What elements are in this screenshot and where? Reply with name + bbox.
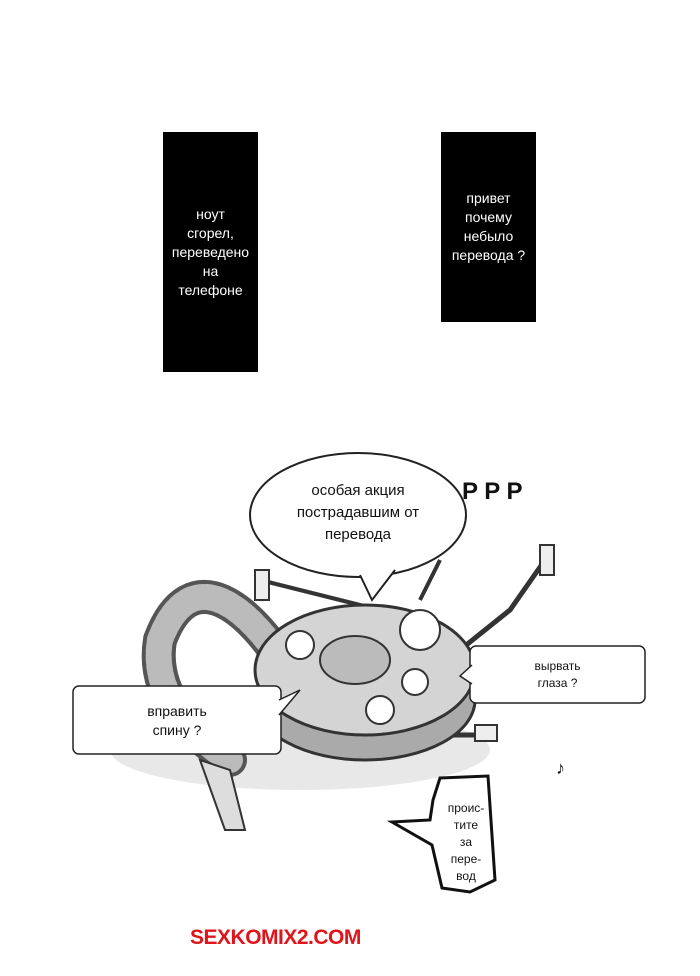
caption-left-text: ноут сгорел, переведено на телефоне [171, 205, 250, 298]
caption-right-text: привет почему небыло перевода ? [451, 190, 526, 263]
sound-effect: P P P [462, 478, 523, 505]
watermark-logo: SEXKOMIX2.COM [190, 926, 361, 950]
watermark-part1: SEX [190, 926, 231, 949]
speech-bubble-left: вправить спину ? [147, 703, 207, 738]
speech-bubble-bottom: проис- тите за пере- вод [447, 801, 485, 883]
watermark-part2: KOMIX2.COM [230, 926, 362, 949]
caption-box-right: привет почему небыло перевода ? [441, 132, 536, 322]
speech-bubble-top: особая акция пострадавшим от перевода [296, 482, 420, 543]
music-note-icon: ♪ [556, 758, 565, 778]
caption-box-left: ноут сгорел, переведено на телефоне [163, 132, 258, 372]
speech-bubble-right: вырвать глаза ? [534, 659, 581, 690]
